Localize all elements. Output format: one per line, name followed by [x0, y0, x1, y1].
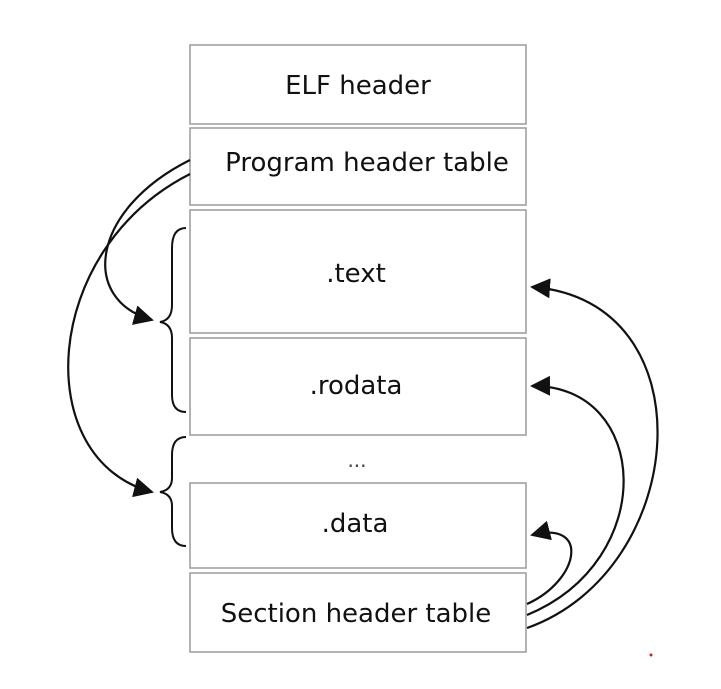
elf-header-block: ELF header [189, 44, 527, 125]
program-header-arrow-to-text-segment [104, 159, 191, 325]
segment-brace-lower [159, 436, 187, 547]
data-section-label: .data [322, 509, 389, 539]
text-section-block: .text [189, 209, 527, 334]
rodata-section-label: .rodata [310, 371, 403, 401]
rodata-section-block: .rodata [189, 337, 527, 436]
program-header-table-label: Program header table [225, 148, 509, 178]
segment-brace-upper [159, 227, 187, 413]
section-header-table-block: Section header table [189, 572, 527, 653]
section-header-table-label: Section header table [221, 599, 492, 629]
text-section-label: .text [326, 259, 386, 289]
program-header-table-block: Program header table [189, 127, 527, 206]
elf-header-label: ELF header [285, 71, 431, 101]
section-header-arrow-to-text [526, 278, 659, 630]
data-section-block: .data [189, 482, 527, 569]
stray-dot [649, 653, 653, 657]
ellipsis-label: ... [347, 448, 366, 472]
section-header-arrow-to-data [526, 520, 573, 606]
section-header-arrow-to-rodata [526, 375, 625, 617]
program-header-arrow-to-data-segment [67, 173, 191, 498]
